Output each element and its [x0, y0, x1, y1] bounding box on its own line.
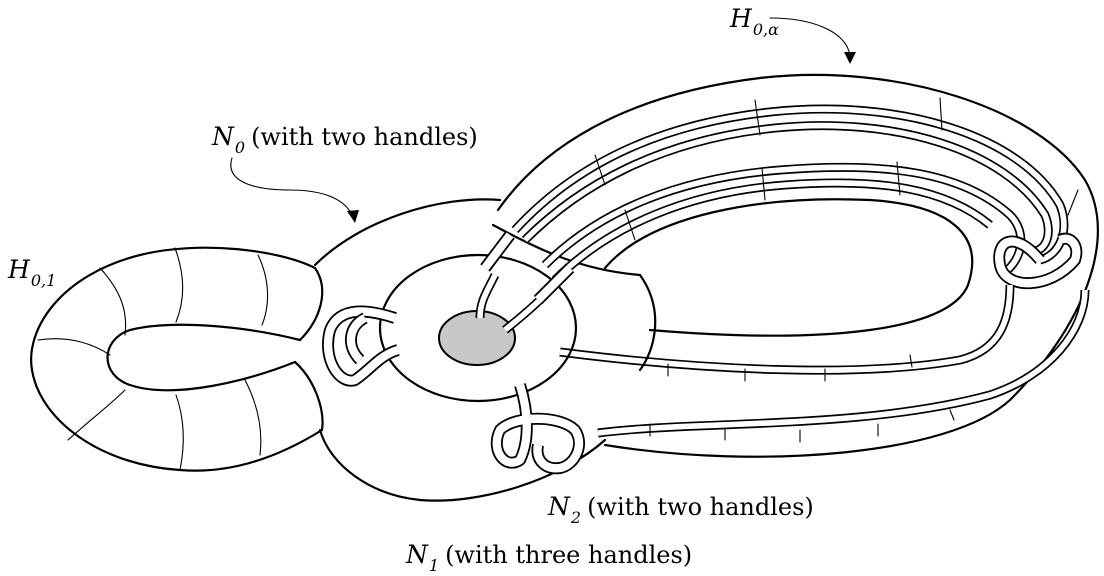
handle-end-top: [298, 266, 324, 342]
arrowhead-n0: [347, 210, 359, 223]
hatch: [67, 389, 126, 441]
hatch: [1067, 189, 1079, 216]
label-h0-alpha: H0,α: [730, 4, 779, 39]
hatch: [37, 338, 111, 356]
label-n0: N0 (with two handles): [212, 122, 478, 157]
band-h0-alpha: [491, 73, 1099, 458]
label-n2-main: N: [548, 492, 570, 521]
hatch: [896, 161, 901, 196]
handle-outer: [30, 246, 324, 472]
label-h0-1: H0,1: [8, 255, 56, 290]
hatch: [175, 394, 184, 471]
shaded-disk: [438, 310, 516, 366]
label-n2-rest: (with two handles): [587, 493, 814, 521]
arrowhead-h0-alpha: [844, 52, 856, 64]
hatch: [594, 154, 606, 186]
hatch: [99, 267, 127, 336]
label-n2-sub: 2: [570, 508, 582, 527]
inner-ellipse: [378, 253, 578, 403]
label-n1: N1 (with three handles): [406, 540, 693, 575]
handle-end-bottom: [293, 360, 324, 432]
hatch: [761, 167, 766, 201]
label-h0-1-sub: 0,1: [30, 271, 57, 290]
hatch: [174, 247, 184, 323]
hatch: [949, 409, 955, 421]
hatch: [244, 379, 262, 456]
band-h0-alpha-inner-edge: [603, 198, 974, 337]
label-n1-main: N: [406, 540, 428, 569]
arrows: [230, 17, 856, 223]
label-n0-sub: 0: [234, 138, 246, 157]
arrow-n0: [230, 157, 353, 216]
label-h0-alpha-main: H: [730, 4, 752, 33]
label-n1-rest: (with three handles): [445, 541, 693, 569]
handle-inner: [106, 323, 302, 392]
label-n0-rest: (with two handles): [251, 123, 478, 151]
handle-h0-1: [30, 246, 324, 472]
hatch: [939, 97, 943, 131]
n0-small-handles: [322, 305, 400, 387]
label-n2: N2 (with two handles): [548, 492, 814, 527]
band-h0-alpha-left-edge: [491, 223, 642, 277]
label-n0-main: N: [212, 122, 234, 151]
label-n1-sub: 1: [428, 556, 440, 575]
hatch: [909, 354, 913, 368]
central-body: [313, 198, 657, 502]
label-h0-alpha-sub: 0,α: [752, 20, 779, 39]
arrow-h0-alpha: [769, 17, 851, 56]
hatch: [257, 254, 269, 326]
band-h0-alpha-outer-edge: [496, 73, 1099, 458]
label-h0-1-main: H: [8, 255, 30, 284]
hatch: [624, 209, 636, 241]
n2-small-handles: [490, 383, 585, 475]
hatch: [754, 99, 761, 136]
